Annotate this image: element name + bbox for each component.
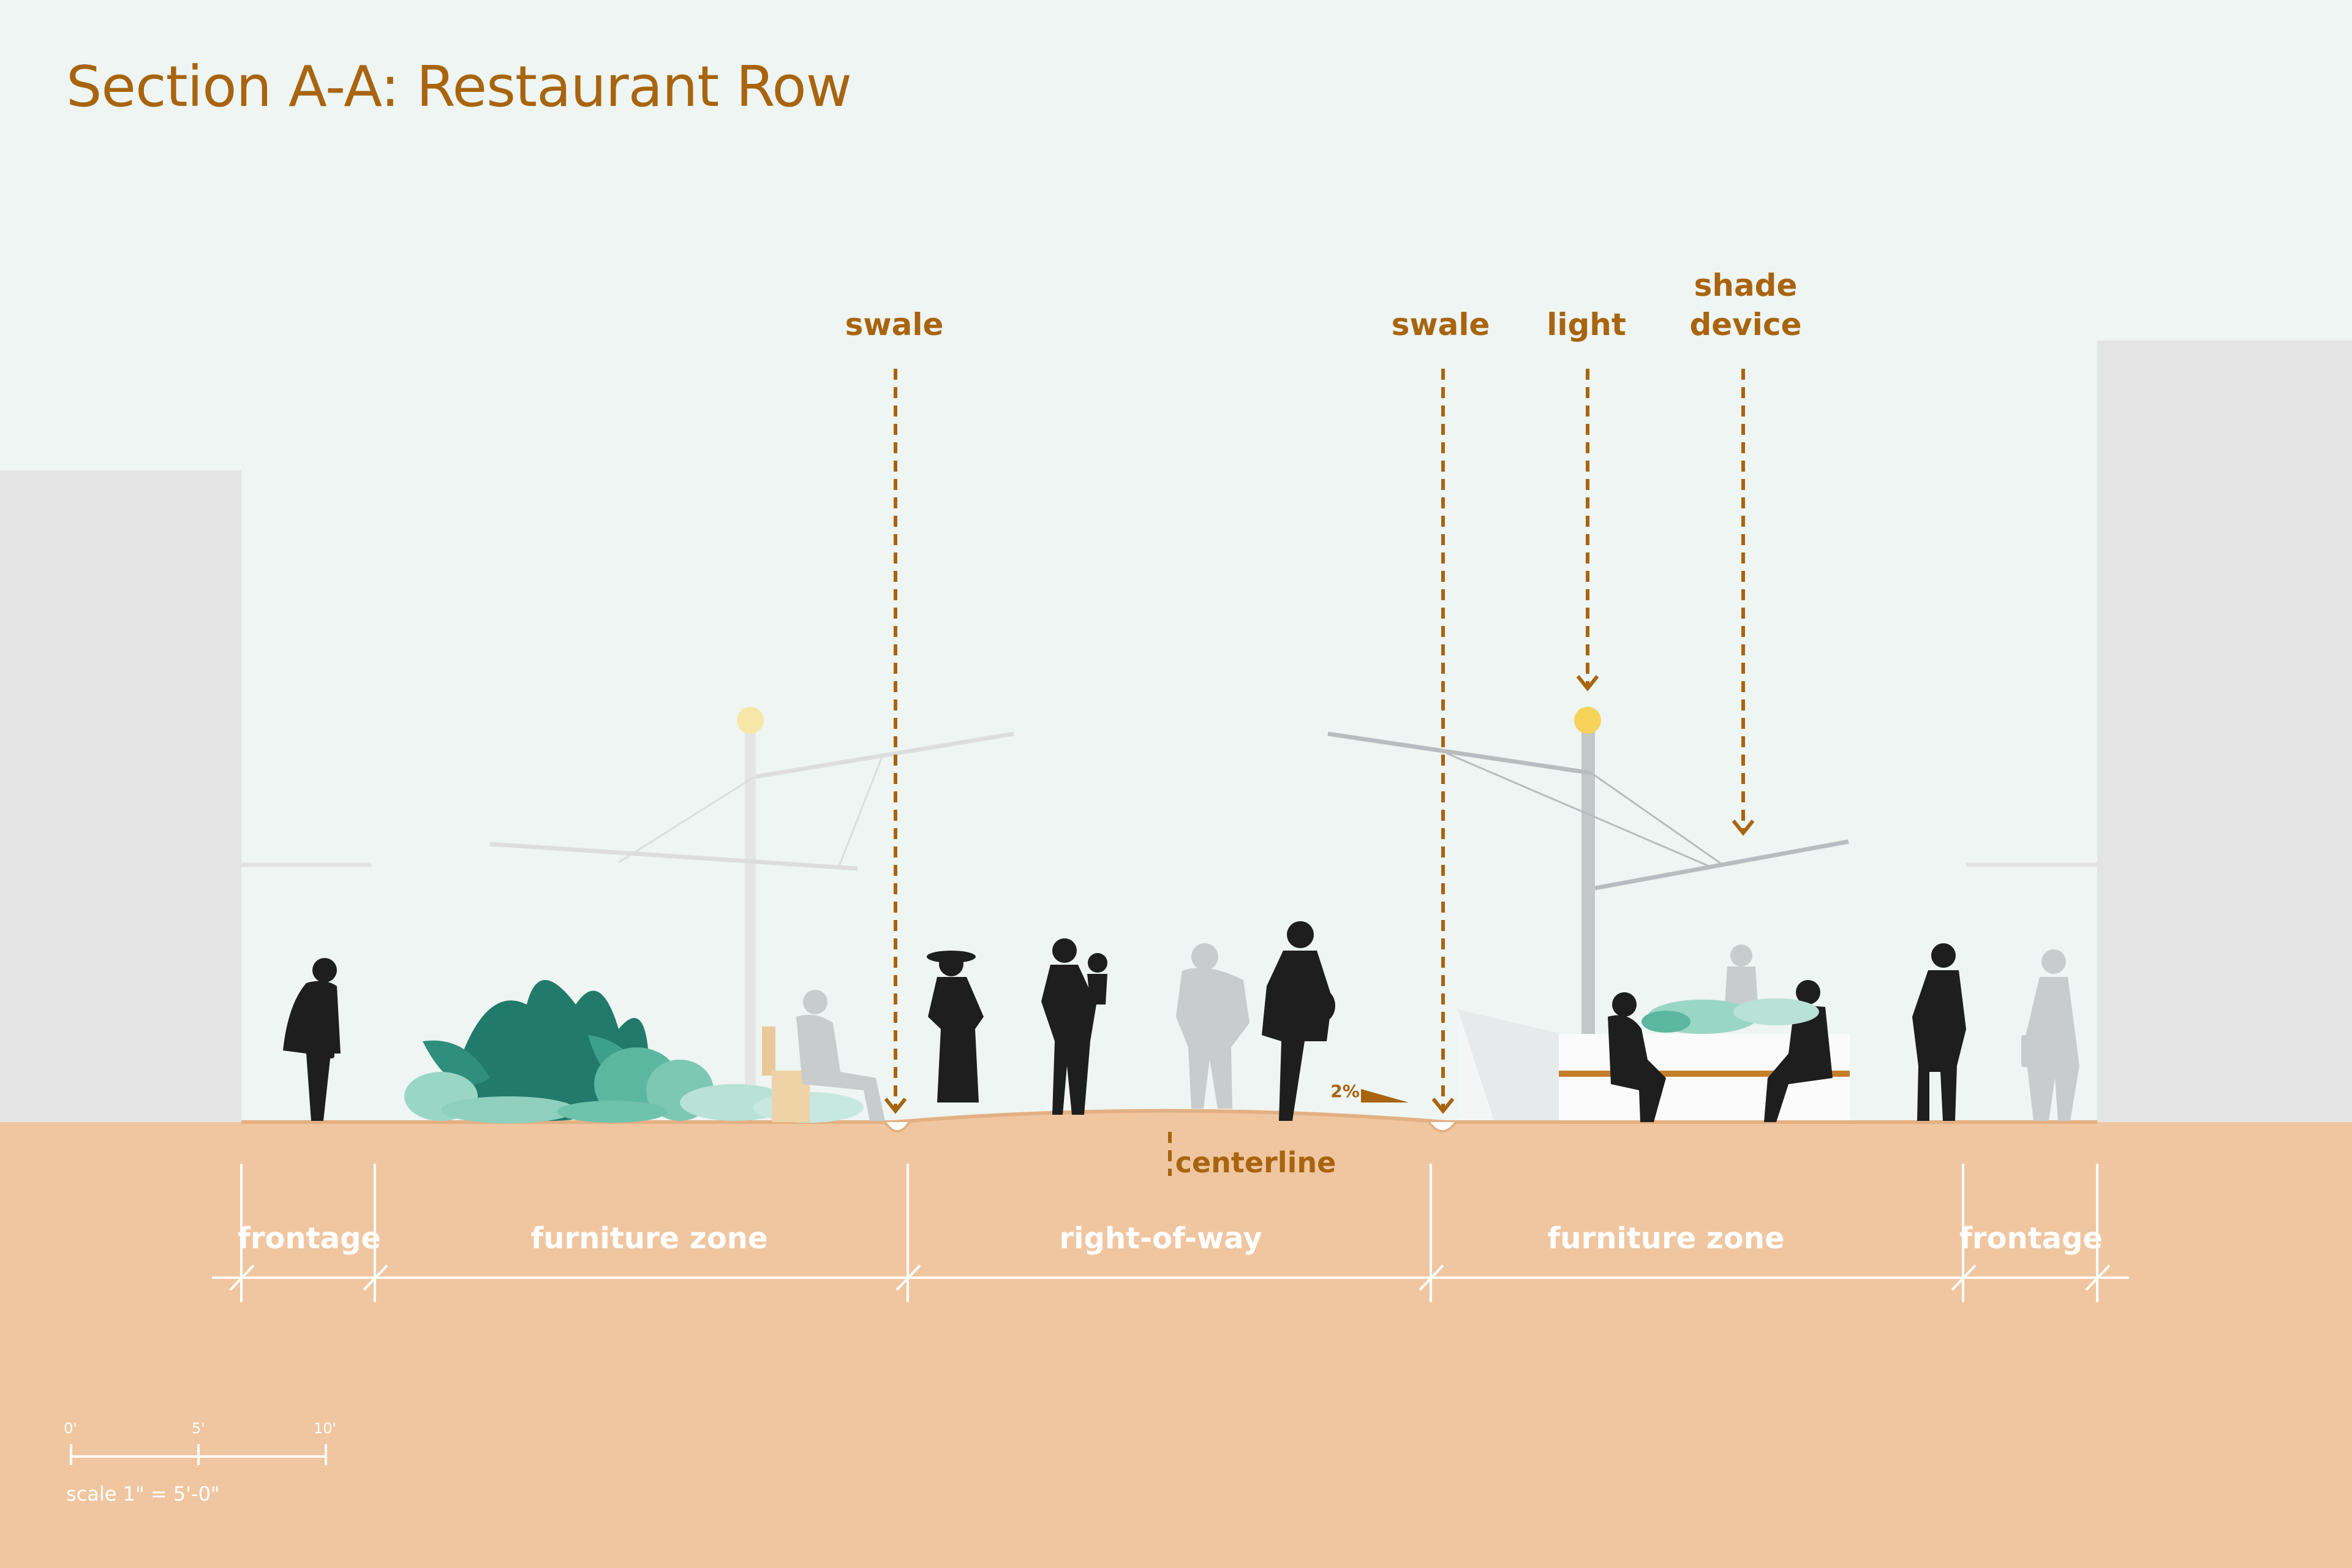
- slope-value: 2%: [1330, 1081, 1360, 1101]
- callout-swale-left-label: swale: [845, 307, 944, 342]
- slope-arrow: [1361, 1089, 1409, 1102]
- building-left: [0, 470, 241, 1122]
- swale-left: [884, 1121, 911, 1133]
- leader-arrowheads: [884, 675, 1755, 1114]
- zone-frontage-left: frontage: [238, 1221, 381, 1256]
- scale-caption: scale 1" = 5'-0": [66, 1482, 220, 1506]
- ghost-person-planter: [1725, 944, 1758, 1005]
- page-title: Section A-A: Restaurant Row: [66, 54, 852, 119]
- ground-section: [0, 1109, 2352, 1568]
- callout-shade-label: shade: [1694, 268, 1798, 303]
- person-hat-woman: [927, 951, 984, 1102]
- ghost-person-frontage-right: [2021, 949, 2079, 1121]
- bench-left: [762, 1027, 810, 1122]
- person-frontage-right: [1912, 943, 1966, 1121]
- scale-tick-0: 0': [64, 1420, 77, 1437]
- zone-right-of-way: right-of-way: [1059, 1221, 1262, 1256]
- zone-furniture-right: furniture zone: [1547, 1221, 1785, 1256]
- person-with-child: [1041, 938, 1107, 1115]
- dimension-lines: [212, 1164, 2129, 1302]
- lamp-left: [737, 707, 764, 734]
- callout-centerline-label: centerline: [1175, 1146, 1336, 1179]
- zone-furniture-left: furniture zone: [530, 1221, 768, 1256]
- ghost-person-center: [1176, 943, 1250, 1109]
- person-seated-right-2: [1764, 980, 1833, 1122]
- swale-right: [1428, 1121, 1457, 1133]
- callout-light: light: [1547, 305, 1626, 344]
- seated-person-ghost-left: [796, 990, 885, 1121]
- callout-swale-right-label: swale: [1391, 307, 1490, 342]
- callout-leaders: [894, 369, 1745, 1176]
- zone-frontage-right: frontage: [1959, 1221, 2103, 1256]
- callout-light-label: light: [1547, 307, 1626, 342]
- person-frontage-left: [283, 958, 341, 1121]
- planting-bed-left: [404, 980, 864, 1123]
- planter-plants-right: [1642, 998, 1819, 1034]
- callout-shade-device: shade device: [1690, 266, 1802, 344]
- light-pole-right: [1327, 707, 1849, 1122]
- scale-tick-5: 5': [192, 1420, 205, 1437]
- shade-device-arm: [1594, 839, 1849, 891]
- building-right: [2097, 341, 2352, 1122]
- person-walking-right: [1262, 921, 1335, 1121]
- slope-label: 2%: [1330, 1080, 1360, 1102]
- callout-centerline: centerline: [1175, 1143, 1336, 1182]
- scale-tick-10: 10': [314, 1420, 337, 1437]
- person-seated-right-1: [1608, 992, 1666, 1122]
- pedestrian-silhouettes: [283, 921, 1966, 1122]
- pedestrian-ghosts: [1176, 943, 2079, 1121]
- callout-swale-left: swale: [845, 305, 944, 344]
- callout-swale-right: swale: [1392, 305, 1490, 344]
- lamp-right: [1574, 707, 1601, 734]
- callout-device-label: device: [1689, 307, 1802, 342]
- scale-bar: [70, 1444, 327, 1465]
- light-pole-left: [489, 707, 1014, 1122]
